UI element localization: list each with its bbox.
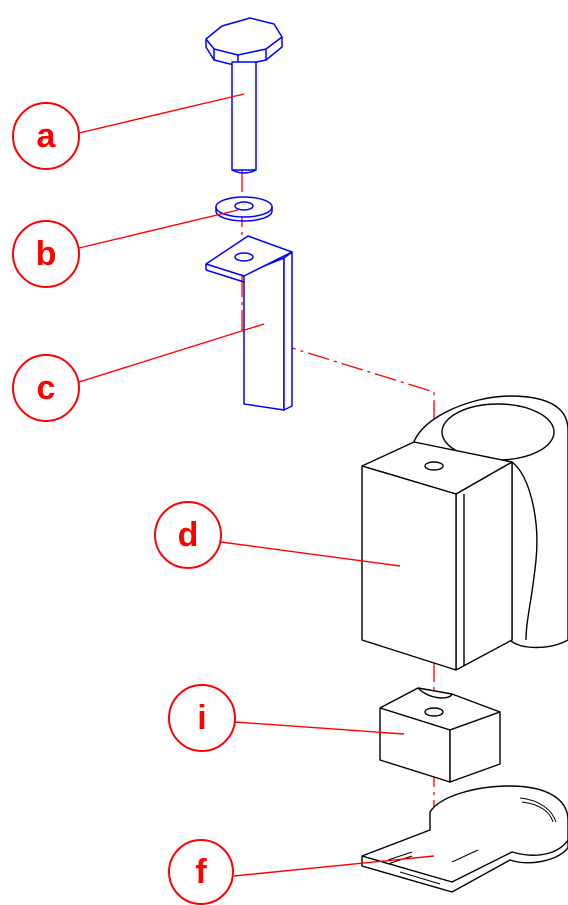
callout-d-label: d xyxy=(178,516,199,554)
callout-a-circle xyxy=(12,102,80,170)
leader-i xyxy=(234,721,405,735)
callout-b: b xyxy=(12,209,239,288)
part-d-clamp-body xyxy=(361,395,568,671)
leader-d xyxy=(220,541,401,567)
callout-a: a xyxy=(12,93,245,170)
callout-f: f xyxy=(168,839,435,905)
callout-c-label: c xyxy=(37,369,56,407)
callout-i: i xyxy=(168,684,405,752)
callout-i-label: i xyxy=(197,699,206,737)
part-c-l-bracket xyxy=(205,235,293,411)
callout-a-label: a xyxy=(37,117,57,155)
callout-d-circle xyxy=(154,501,222,569)
callout-d: d xyxy=(154,501,401,569)
callout-b-label: b xyxy=(36,235,57,273)
leader-f xyxy=(233,855,435,877)
part-b-washer xyxy=(215,196,273,222)
part-f-base-plate xyxy=(361,785,568,893)
part-i-spacer-block xyxy=(379,687,501,783)
leader-c xyxy=(78,323,265,383)
callout-f-label: f xyxy=(195,853,207,891)
leader-a xyxy=(78,93,245,134)
part-a-hex-bolt xyxy=(205,17,283,174)
callout-i-circle xyxy=(168,684,236,752)
callout-c-circle xyxy=(12,354,80,422)
leader-b xyxy=(78,209,239,249)
callout-f-circle xyxy=(168,839,234,905)
callout-b-circle xyxy=(12,220,80,288)
callout-c: c xyxy=(12,323,265,422)
